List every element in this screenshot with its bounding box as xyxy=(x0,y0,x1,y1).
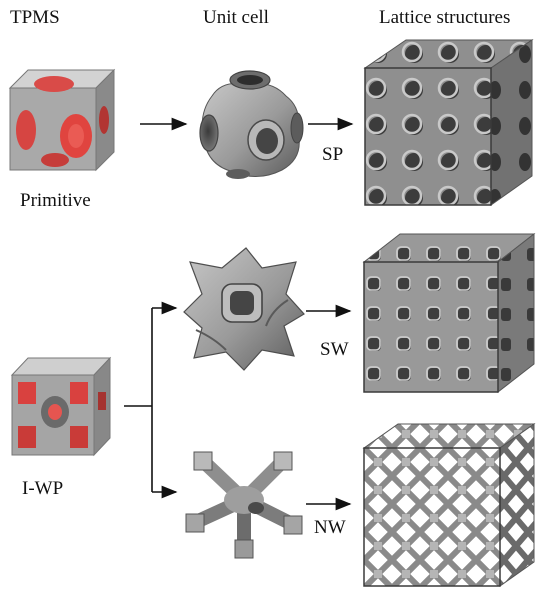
iwp-tpms-cube xyxy=(10,356,112,457)
primitive-unit-cell xyxy=(199,70,304,179)
nw-lattice xyxy=(362,423,536,587)
sw-lattice xyxy=(362,232,536,394)
header-unit-cell: Unit cell xyxy=(203,7,269,28)
header-tpms: TPMS xyxy=(10,7,60,28)
label-iwp: I-WP xyxy=(22,478,64,499)
label-nw: NW xyxy=(314,517,346,538)
label-sp: SP xyxy=(322,144,344,165)
nw-unit-cell xyxy=(185,451,303,559)
label-primitive: Primitive xyxy=(20,190,91,211)
sw-unit-cell xyxy=(183,247,305,371)
primitive-tpms-cube xyxy=(8,68,116,172)
arrows xyxy=(124,117,354,511)
header-lattice: Lattice structures xyxy=(379,7,511,28)
label-sw: SW xyxy=(320,339,349,360)
sp-lattice xyxy=(363,39,534,206)
